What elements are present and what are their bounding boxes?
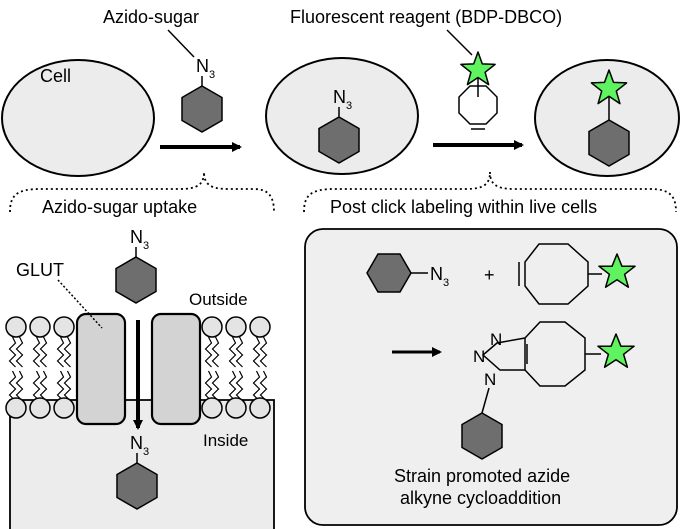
star-fluorophore-icon [460,51,496,86]
lipid-tail [39,336,48,368]
atom-n-label: N [196,56,209,76]
lipid-tail [252,336,261,368]
lipid-head [225,316,247,338]
lipid-tail [56,336,65,368]
outside-label: Outside [189,290,248,309]
lipid-tail [63,370,72,402]
atom-n-label: N [484,370,496,389]
lipid-head [225,397,247,419]
hexagon-sugar-ring [115,256,157,304]
hexagon-sugar-ring [116,462,158,510]
azido-sugar-molecule-intracellular: N 3 [318,87,360,164]
lipid-head [249,397,271,419]
lipid-tail [204,370,213,402]
cyclooctyne-reactant [518,243,636,305]
top-row: Cell Azido-sugar N 3 N 3 Fluorescent rea… [1,7,680,217]
lipid-tail [39,370,48,402]
lipid-tail [235,370,244,402]
lipid-tail [8,336,17,368]
star-fluorophore-icon [597,333,635,368]
atom-n-label: N [430,264,443,284]
labeled-sugar-molecule [588,69,630,167]
spaac-caption-line2: alkyne cycloaddition [400,488,561,508]
lipid-tail [8,370,17,402]
lipid-head [53,397,75,419]
cell-label: Cell [40,66,71,86]
hexagon-sugar-ring [318,116,360,164]
hexagon-sugar-ring [461,412,503,460]
subscript-3: 3 [346,100,352,112]
inside-label: Inside [203,431,248,450]
spaac-reaction-panel: N 3 + N N N Strain promoted azide alk [304,228,678,526]
lipid-tail [228,336,237,368]
cyclooctyne-ring [458,85,498,125]
membrane-panel: GLUT Outside Inside N 3 N 3 [5,227,275,529]
azido-sugar-molecule-outside: N 3 [115,227,157,304]
lipid-head [201,316,223,338]
azido-sugar-label: Azido-sugar [103,7,199,27]
fluorescent-reagent-pointer [446,29,473,56]
cytoplasm-region [9,399,275,529]
azide-reactant: N 3 [366,253,449,293]
lipid-head [5,316,27,338]
azido-sugar-uptake-label: Azido-sugar uptake [42,197,197,217]
right-dotted-bracket [303,171,677,213]
subscript-3: 3 [209,69,215,81]
cyclooctyne-ring [524,243,589,305]
glut-label: GLUT [16,260,64,280]
lipid-head [5,397,27,419]
cell-ellipse-empty [1,59,155,177]
cyclooctane-ring [524,321,586,387]
glut-transporter-right [150,312,202,426]
lipid-tail [15,370,24,402]
azido-sugar-molecule-free: N 3 [181,56,223,133]
star-fluorophore-icon [598,253,636,288]
lipid-tail [252,370,261,402]
atom-n-label: N [473,347,485,366]
lipid-tail [15,336,24,368]
glut-pointer [57,279,103,329]
lipid-head [29,397,51,419]
hexagon-sugar-ring [588,119,630,167]
lipid-tail [56,370,65,402]
azido-sugar-pointer [167,29,195,58]
lipid-tail [259,370,268,402]
spaac-caption-line1: Strain promoted azide [394,466,570,486]
lipid-head [201,397,223,419]
atom-n-label: N [490,330,502,349]
lipid-head [53,316,75,338]
lipid-tail [211,336,220,368]
lipid-bilayer [5,316,271,419]
lipid-head [29,316,51,338]
bdp-dbco-reagent [458,51,498,130]
triazole-product: N N N [461,321,635,460]
reaction-box [304,228,678,526]
hexagon-sugar-ring [181,85,223,133]
lipid-tail [63,336,72,368]
lipid-tail [211,370,220,402]
subscript-3: 3 [143,446,149,458]
plus-sign: + [484,265,495,285]
lipid-tail [204,336,213,368]
cell-ellipse-labeled [534,59,680,177]
lipid-tail [235,336,244,368]
subscript-3: 3 [443,277,449,289]
fluorescent-reagent-label: Fluorescent reagent (BDP-DBCO) [290,7,562,27]
cell-ellipse-with-sugar [265,57,419,175]
atom-n-label: N [130,433,143,453]
atom-n-label: N [333,87,346,107]
post-click-labeling-label: Post click labeling within live cells [330,197,597,217]
azido-sugar-molecule-inside: N 3 [116,433,158,510]
lipid-head [249,316,271,338]
subscript-3: 3 [143,240,149,252]
triazole-ring [481,337,526,371]
lipid-tail [259,336,268,368]
lipid-tail [32,370,41,402]
lipid-tail [32,336,41,368]
lipid-tail [228,370,237,402]
atom-n-label: N [130,227,143,247]
glut-transporter-left [75,312,127,426]
